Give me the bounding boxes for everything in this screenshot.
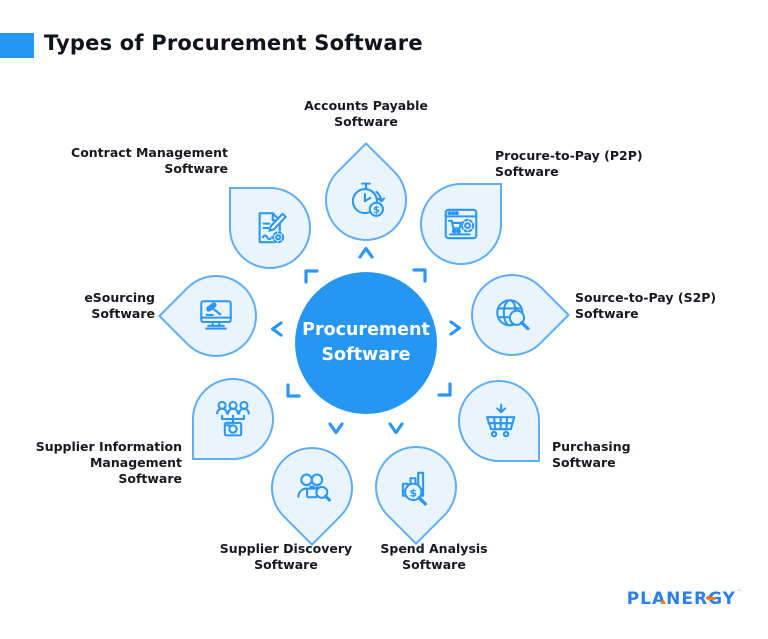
planergy-logo: PLANERGY™	[627, 589, 742, 609]
monitor-gavel-icon	[200, 300, 232, 330]
planergy-logo-text: PLANERGY	[626, 589, 736, 609]
logo-orange-triangle-icon	[659, 598, 666, 604]
label-spend-analysis: Spend Analysis Software	[380, 541, 488, 572]
corner-top-right-icon	[412, 268, 427, 283]
petal-supplier-information	[192, 378, 274, 460]
chevron-left-icon	[270, 321, 283, 337]
label-purchasing: Purchasing Software	[552, 439, 631, 470]
chevron-down-icon	[328, 422, 344, 435]
people-search-icon	[297, 473, 331, 502]
center-node-label: Procurement Software	[302, 320, 430, 365]
globe-magnifier-icon	[496, 299, 530, 331]
chart-magnifier-dollar-icon: $	[401, 471, 427, 506]
chevron-up-icon	[358, 246, 374, 259]
corner-top-left-icon	[304, 269, 319, 284]
corner-bottom-right-icon	[437, 382, 452, 397]
label-supplier-information: Supplier Information Management Software	[35, 439, 182, 486]
stopwatch-dollar-icon: $	[351, 182, 386, 217]
label-procure-to-pay: Procure-to-Pay (P2P) Software	[495, 148, 643, 179]
browser-cart-gear-icon	[444, 208, 478, 240]
corner-bottom-left-icon	[286, 383, 301, 398]
label-source-to-pay: Source-to-Pay (S2P) Software	[575, 290, 717, 321]
svg-text:$: $	[373, 205, 380, 216]
label-esourcing: eSourcing Software	[84, 290, 155, 321]
center-node: Procurement Software	[295, 272, 437, 414]
logo-orange-arrow-icon	[704, 595, 716, 601]
chevron-down-icon	[388, 422, 404, 435]
org-chart-icon	[216, 400, 250, 437]
document-pen-gear-icon	[258, 212, 287, 244]
cart-download-icon	[485, 403, 516, 438]
chevron-right-icon	[449, 320, 462, 336]
page-title: Types of Procurement Software	[44, 31, 423, 55]
label-accounts-payable: Accounts Payable Software	[304, 98, 428, 129]
trademark-symbol: ™	[736, 589, 742, 596]
label-supplier-discovery: Supplier Discovery Software	[219, 541, 353, 572]
svg-text:$: $	[409, 486, 417, 499]
label-contract-management: Contract Management Software	[71, 145, 228, 176]
title-accent-square	[0, 33, 34, 58]
